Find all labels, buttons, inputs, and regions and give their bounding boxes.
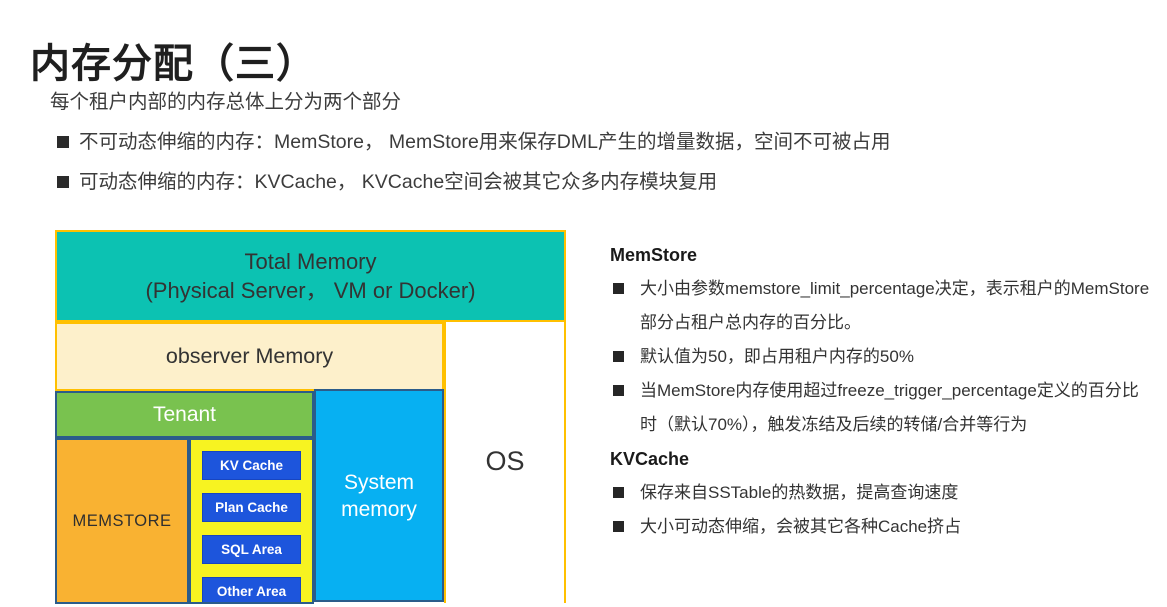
plan-cache-box: Plan Cache <box>202 493 301 522</box>
bullet-item: 不可动态伸缩的内存：MemStore， MemStore用来保存DML产生的增量… <box>50 122 1110 162</box>
total-memory-line1: Total Memory <box>244 249 377 274</box>
other-area-label: Other Area <box>216 584 287 599</box>
kvcache-heading: KVCache <box>610 449 690 469</box>
top-bullet-list: 不可动态伸缩的内存：MemStore， MemStore用来保存DML产生的增量… <box>50 122 1110 202</box>
system-memory-box: System memory <box>314 389 444 602</box>
observer-memory-box: observer Memory <box>55 322 444 391</box>
tenant-box: Tenant <box>55 391 314 438</box>
os-region: OS <box>444 322 566 603</box>
sql-area-box: SQL Area <box>202 535 301 564</box>
os-label: OS <box>485 446 525 476</box>
total-memory-line2: (Physical Server， VM or Docker) <box>145 278 476 303</box>
observer-memory-label: observer Memory <box>165 344 334 368</box>
intro-text: 每个租户内部的内存总体上分为两个部分 <box>50 91 402 113</box>
memstore-bullet-list: 大小由参数memstore_limit_percentage决定，表示租户的Me… <box>610 272 1155 442</box>
intro-block: 每个租户内部的内存总体上分为两个部分 不可动态伸缩的内存：MemStore， M… <box>50 82 1110 202</box>
total-memory-label: Total Memory (Physical Server， VM or Doc… <box>145 247 475 305</box>
bullet-item: 当MemStore内存使用超过freeze_trigger_percentage… <box>610 374 1155 442</box>
memstore-label: MEMSTORE <box>72 511 172 530</box>
kv-cache-box: KV Cache <box>202 451 301 480</box>
bullet-item: 可动态伸缩的内存：KVCache， KVCache空间会被其它众多内存模块复用 <box>50 162 1110 202</box>
plan-cache-label: Plan Cache <box>215 500 288 515</box>
cache-container-box: KV Cache Plan Cache SQL Area Other Area <box>189 438 314 604</box>
bullet-item: 大小可动态伸缩，会被其它各种Cache挤占 <box>610 510 1155 544</box>
kv-cache-label: KV Cache <box>219 458 284 473</box>
bullet-item: 大小由参数memstore_limit_percentage决定，表示租户的Me… <box>610 272 1155 340</box>
sql-area-label: SQL Area <box>221 542 282 557</box>
tenant-label: Tenant <box>152 402 217 426</box>
memstore-heading: MemStore <box>610 245 698 265</box>
kvcache-bullet-list: 保存来自SSTable的热数据，提高查询速度 大小可动态伸缩，会被其它各种Cac… <box>610 476 1155 544</box>
page-title: 内存分配（三） <box>30 41 317 86</box>
system-memory-label: System memory <box>341 470 417 521</box>
memstore-box: MEMSTORE <box>55 438 189 604</box>
total-memory-box: Total Memory (Physical Server， VM or Doc… <box>55 230 566 322</box>
bullet-item: 默认值为50，即占用租户内存的50% <box>610 340 1155 374</box>
bullet-item: 保存来自SSTable的热数据，提高查询速度 <box>610 476 1155 510</box>
other-area-box: Other Area <box>202 577 301 602</box>
right-panel: MemStore 大小由参数memstore_limit_percentage决… <box>610 238 1155 544</box>
